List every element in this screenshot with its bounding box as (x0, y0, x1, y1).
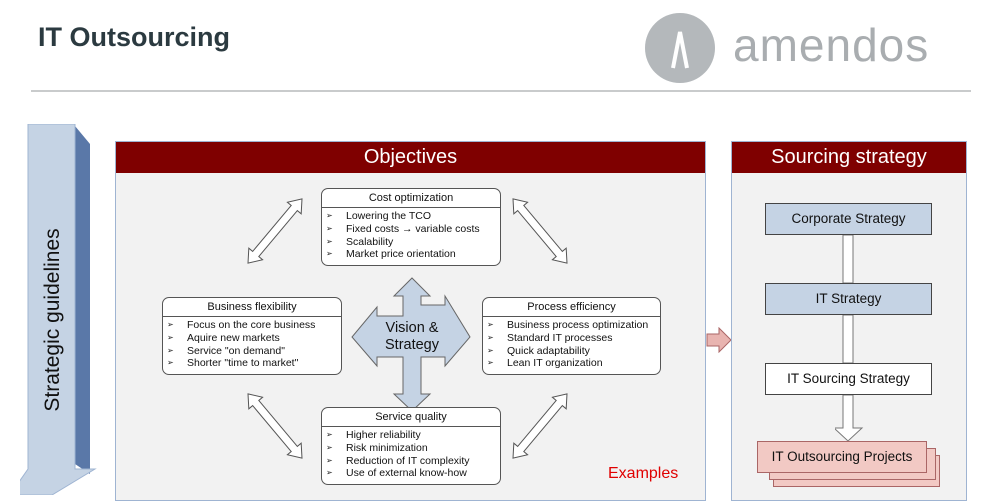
it-outsourcing-projects-box: IT Outsourcing Projects (757, 441, 927, 473)
sourcing-heading: Sourcing strategy (732, 142, 966, 173)
double-arrow-icon (247, 198, 303, 264)
double-arrow-icon (512, 393, 568, 459)
list-item: Market price orientation (322, 248, 500, 261)
flow-connector (835, 235, 864, 442)
examples-note: Examples (608, 465, 679, 482)
box-title: Cost optimization (322, 189, 500, 208)
amendos-logo-icon (645, 13, 715, 83)
page-title: IT Outsourcing (38, 22, 230, 52)
list-item: Shorter "time to market" (163, 357, 341, 370)
cost-optimization-box: Cost optimization Lowering the TCOFixed … (321, 188, 501, 266)
strategic-guidelines-arrow (20, 124, 97, 495)
objectives-heading: Objectives (116, 142, 705, 173)
corporate-strategy-box: Corporate Strategy (765, 203, 932, 235)
business-flexibility-box: Business flexibility Focus on the core b… (162, 297, 342, 375)
list-item: Standard IT processes (483, 332, 660, 345)
double-arrow-icon (247, 393, 303, 459)
list-item: Quick adaptability (483, 345, 660, 358)
list-item: Aquire new markets (163, 332, 341, 345)
list-item: Focus on the core business (163, 319, 341, 332)
list-item: Lowering the TCO (322, 210, 500, 223)
box-title: Service quality (322, 408, 500, 427)
box-title: Business flexibility (163, 298, 341, 317)
list-item: Use of external know-how (322, 467, 500, 480)
logo-text: amendos (733, 19, 930, 71)
double-arrow-icon (512, 198, 568, 264)
list-item: Scalability (322, 236, 500, 249)
strategic-guidelines-label: Strategic guidelines (41, 228, 64, 412)
vision-strategy-label: Vision & Strategy (385, 320, 439, 353)
list-item: Business process optimization (483, 319, 660, 332)
list-item: Higher reliability (322, 429, 500, 442)
process-efficiency-box: Process efficiency Business process opti… (482, 297, 661, 375)
it-strategy-box: IT Strategy (765, 283, 932, 315)
list-item: Reduction of IT complexity (322, 455, 500, 468)
list-item: Risk minimization (322, 442, 500, 455)
list-item: Lean IT organization (483, 357, 660, 370)
box-title: Process efficiency (483, 298, 660, 317)
divider (31, 90, 971, 92)
service-quality-box: Service quality Higher reliabilityRisk m… (321, 407, 501, 485)
right-arrow-icon (706, 327, 732, 353)
list-item: Service "on demand" (163, 345, 341, 358)
list-item: Fixed costs → variable costs (322, 223, 500, 236)
it-sourcing-strategy-box: IT Sourcing Strategy (765, 363, 932, 395)
